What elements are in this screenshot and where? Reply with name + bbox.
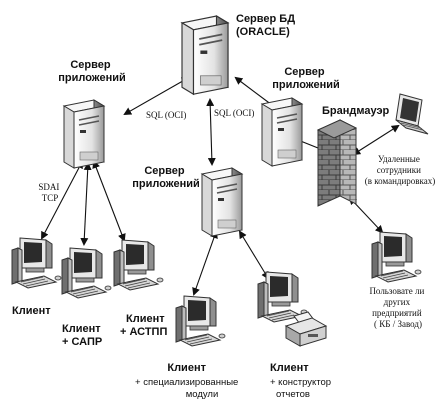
link-left-server-astpp xyxy=(92,160,126,242)
app-server-center-icon xyxy=(201,167,243,237)
link-db-left-server xyxy=(123,77,190,115)
sql-left-label: SQL (OCI) xyxy=(146,110,186,120)
link-center-server-modules xyxy=(192,230,218,296)
laptop-icon xyxy=(395,93,429,135)
app-server-left-label: Сервер приложений xyxy=(58,59,125,84)
client-workstation-icon xyxy=(11,237,62,289)
sql-center-label: SQL (OCI) xyxy=(214,108,254,118)
app-server-right-icon xyxy=(261,97,303,167)
other-users-workstation-icon xyxy=(371,231,422,283)
client-report-label: Клиент + конструктор отчетов xyxy=(270,362,334,400)
client-label: Клиент xyxy=(12,305,51,317)
db-server-icon xyxy=(181,15,229,96)
link-firewall-laptop xyxy=(352,124,400,156)
client-astpp-workstation-icon xyxy=(113,239,164,291)
client-modules-label: Клиент + специализированные модули xyxy=(135,362,241,400)
link-left-server-sapr xyxy=(80,162,92,246)
link-center-server-report xyxy=(238,230,270,280)
firewall-icon xyxy=(316,119,358,207)
client-sapr-label: Клиент + САПР xyxy=(62,323,104,348)
client-astpp-label: Клиент + АСТПП xyxy=(120,313,168,338)
firewall-label: Брандмауэр xyxy=(322,105,390,117)
app-server-right-label: Сервер приложений xyxy=(272,66,339,91)
app-server-left-icon xyxy=(63,99,105,169)
client-sapr-workstation-icon xyxy=(61,247,112,299)
link-db-center-server xyxy=(206,98,216,166)
client-modules-workstation-icon xyxy=(175,295,226,347)
other-users-label: Пользовате ли других предприятий ( КБ / … xyxy=(369,286,426,329)
app-server-center-label: Сервер приложений xyxy=(132,165,199,190)
remote-staff-label: Удаленные сотрудники (в командировках) xyxy=(365,154,436,186)
sdai-tcp-label: SDAI TCP xyxy=(38,182,61,203)
link-left-server-client xyxy=(41,160,83,240)
db-server-label: Сервер БД (ORACLE) xyxy=(236,13,298,38)
